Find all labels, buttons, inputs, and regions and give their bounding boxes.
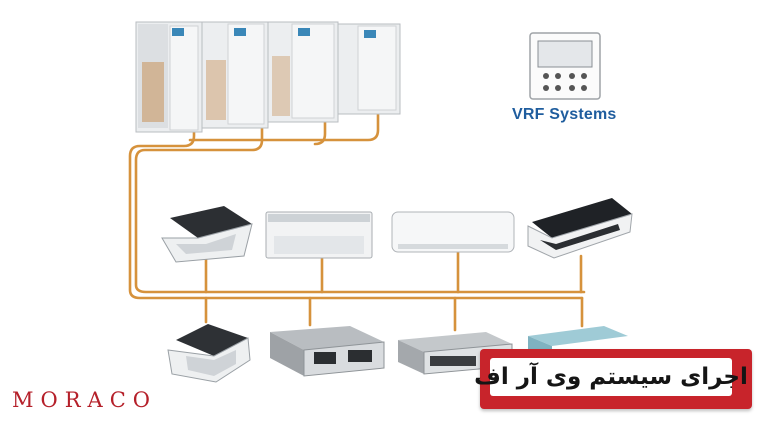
moraco-logo: MORACO — [12, 388, 157, 412]
outdoor-unit — [267, 21, 339, 123]
indoor-unit-four-way-cassette — [161, 206, 253, 263]
title-banner: اجرای سیستم وی آر اف — [474, 349, 752, 409]
refrigerant-piping — [128, 110, 586, 332]
outdoor-unit — [337, 23, 401, 115]
outdoor-units — [135, 21, 401, 133]
indoor-unit-high-static-duct — [270, 326, 385, 377]
outdoor-unit — [201, 21, 269, 129]
indoor-unit-four-way-cassette — [167, 324, 251, 383]
indoor-unit-floor-standing — [528, 326, 628, 350]
banner-text: اجرای سیستم وی آر اف — [474, 364, 748, 390]
wired-controller — [529, 32, 601, 100]
indoor-unit-one-way-cassette — [527, 198, 633, 259]
banner-inner: اجرای سیستم وی آر اف — [474, 358, 748, 396]
indoor-unit-wall-mounted — [391, 211, 515, 253]
diagram-title: VRF Systems — [512, 106, 617, 123]
indoor-unit-ceiling-floor — [265, 211, 373, 259]
outdoor-unit — [135, 21, 203, 133]
